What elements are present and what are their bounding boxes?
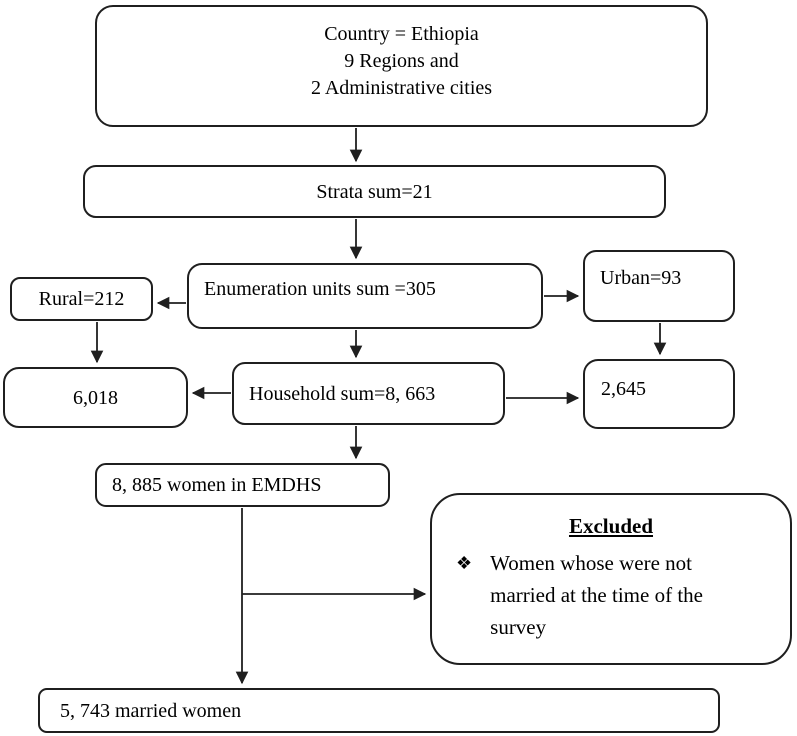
rural-households-label: 6,018 [73, 386, 118, 409]
node-strata: Strata sum=21 [83, 165, 666, 218]
diamond-bullet-icon: ❖ [456, 553, 473, 574]
country-line-1: Country = Ethiopia [324, 23, 479, 45]
excluded-item: ❖ Women whose were not married at the ti… [452, 547, 770, 643]
country-line-2: 9 Regions and [344, 50, 459, 72]
node-urban-households: 2,645 [583, 359, 735, 429]
married-women-label: 5, 743 married women [60, 699, 242, 722]
excluded-title: Excluded [568, 514, 654, 538]
women-emdhs-label: 8, 885 women in EMDHS [112, 474, 322, 496]
strata-label: Strata sum=21 [316, 180, 433, 203]
node-excluded: Excluded ❖ Women whose were not married … [430, 493, 792, 665]
node-rural-households: 6,018 [3, 367, 188, 428]
rural-label: Rural=212 [38, 288, 125, 310]
node-household: Household sum=8, 663 [232, 362, 505, 425]
household-label: Household sum=8, 663 [249, 382, 436, 405]
excluded-text: Women whose were not married at the time… [490, 551, 703, 640]
node-urban: Urban=93 [583, 250, 735, 322]
node-married-women: 5, 743 married women [38, 688, 720, 733]
node-country: Country = Ethiopia 9 Regions and 2 Admin… [95, 5, 708, 127]
country-line-3: 2 Administrative cities [310, 77, 493, 99]
node-enumeration: Enumeration units sum =305 [187, 263, 543, 329]
urban-label: Urban=93 [600, 267, 682, 289]
node-rural: Rural=212 [10, 277, 153, 321]
enumeration-label: Enumeration units sum =305 [204, 278, 436, 300]
urban-households-label: 2,645 [601, 378, 646, 400]
node-women-emdhs: 8, 885 women in EMDHS [95, 463, 390, 507]
